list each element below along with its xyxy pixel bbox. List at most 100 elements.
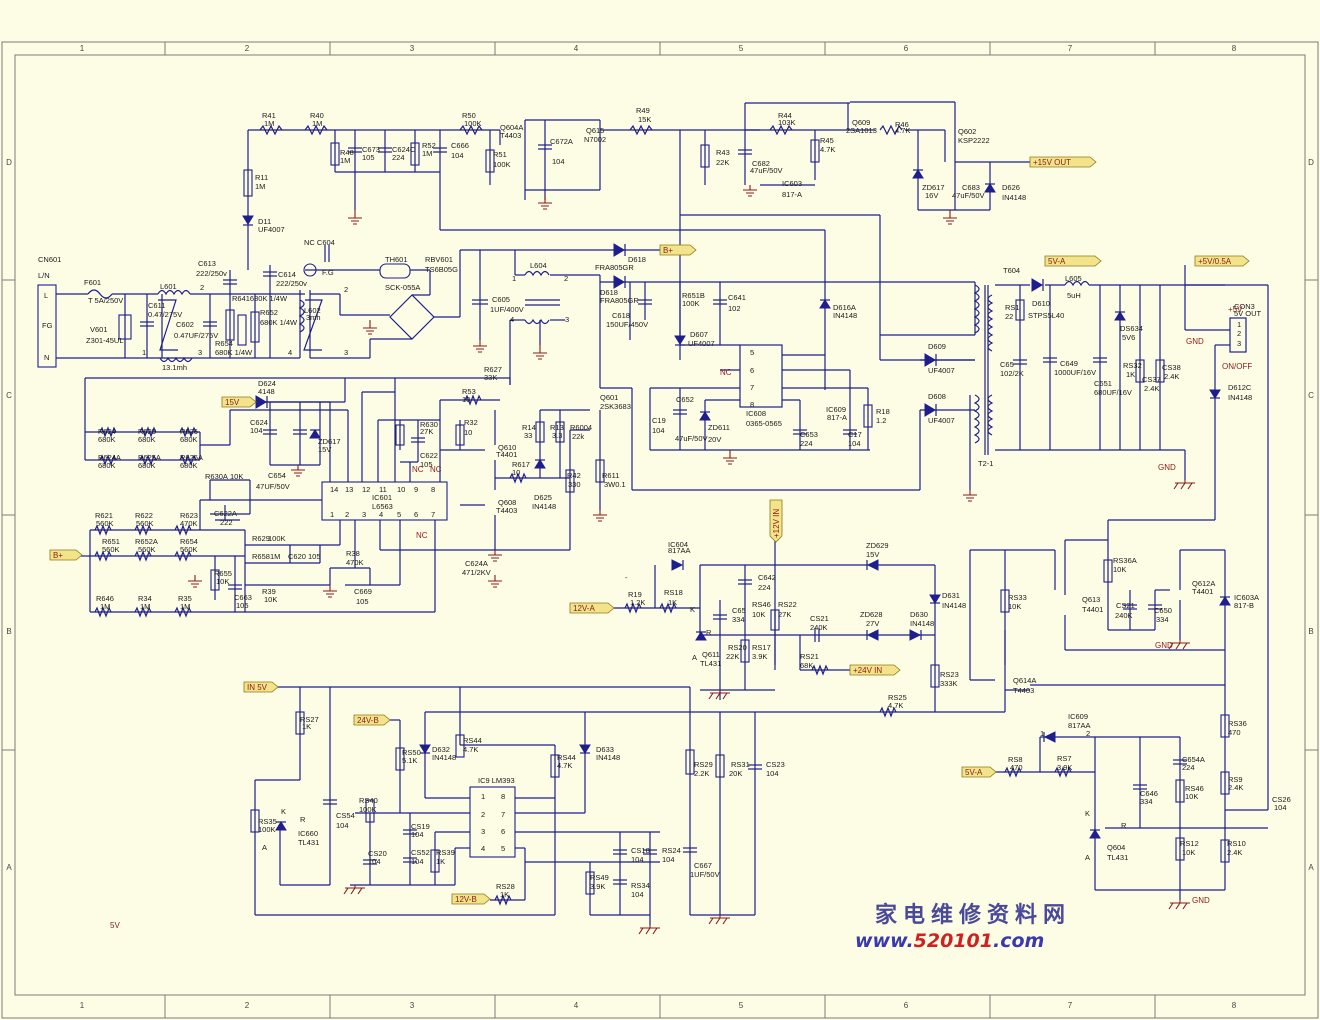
component-label: 224	[758, 583, 771, 592]
component-label: L6563	[372, 502, 393, 511]
component-label: 680K	[180, 461, 198, 470]
component-label: A	[262, 843, 267, 852]
component-label: RS10	[1227, 839, 1246, 848]
component-label: 6	[414, 510, 418, 519]
component-label: 10K	[1182, 848, 1195, 857]
component-label: L602	[304, 306, 321, 315]
component-label: K	[690, 605, 695, 614]
component-label: R	[1121, 821, 1127, 830]
component-label: 817AA	[668, 546, 691, 555]
component-label: 2.4K	[1228, 783, 1243, 792]
svg-text:12V-A: 12V-A	[573, 604, 595, 613]
component-label: 7	[431, 510, 435, 519]
component-label: 100K	[464, 119, 482, 128]
component-label: 104	[552, 157, 565, 166]
component-label: 2SA1013	[846, 126, 877, 135]
component-label: 10K	[1185, 792, 1198, 801]
component-label: C666	[451, 141, 469, 150]
component-label: T4401	[496, 450, 517, 459]
component-label: Q602	[958, 127, 976, 136]
component-label: 334	[1140, 797, 1153, 806]
component-label: C611	[148, 301, 165, 310]
component-label: 100K	[258, 825, 276, 834]
component-label: C618	[612, 311, 630, 320]
component-label: 105	[420, 460, 433, 469]
component-label: R624A	[98, 453, 121, 462]
component-label: 10K	[216, 577, 229, 586]
component-label: IC660	[298, 829, 318, 838]
component-label: IN4148	[833, 311, 857, 320]
component-label: 8	[431, 485, 435, 494]
component-label: 104	[250, 426, 263, 435]
component-label: NC C604	[304, 238, 335, 247]
component-label: 104	[631, 890, 644, 899]
component-label: 222/250v	[276, 279, 307, 288]
component-label: D612C	[1228, 383, 1252, 392]
zone-col-bottom: 5	[739, 1001, 744, 1010]
component-label: IN4148	[432, 753, 456, 762]
component-label: 22k	[572, 432, 584, 441]
component-label: 334	[1156, 615, 1169, 624]
component-label: 3W0.1	[604, 480, 626, 489]
component-label: T4403	[1013, 686, 1034, 695]
component-label: R53	[462, 387, 476, 396]
component-label: R	[300, 815, 306, 824]
component-label: RS1	[1005, 303, 1020, 312]
component-label: R35	[178, 594, 192, 603]
component-label: R629	[252, 534, 270, 543]
component-label: IN4148	[1002, 193, 1026, 202]
component-label: D11	[258, 217, 271, 226]
component-label: 104	[662, 855, 675, 864]
zone-col-bottom: 7	[1068, 1001, 1073, 1010]
component-label: C682	[752, 159, 770, 168]
component-label: 334	[732, 615, 745, 624]
component-label: T4401	[1082, 605, 1103, 614]
component-label: Q613	[1082, 595, 1100, 604]
component-label: 3.9K	[1057, 763, 1072, 772]
component-label: RS22	[778, 600, 797, 609]
tag-in-5v: IN 5V	[243, 681, 279, 693]
component-label: C65	[732, 606, 746, 615]
component-label: 1K	[1126, 370, 1135, 379]
component-label: 10K	[264, 595, 277, 604]
component-label: RS50	[402, 748, 421, 757]
svg-text:+24V IN: +24V IN	[853, 666, 882, 675]
component-label: K	[1085, 809, 1090, 818]
component-label: 560K	[138, 545, 156, 554]
component-label: 680K	[98, 435, 116, 444]
component-label: 104	[411, 830, 424, 839]
component-label: C19	[652, 416, 666, 425]
component-label: RS12	[1180, 839, 1199, 848]
component-label: 222/250v	[196, 269, 227, 278]
component-label: C652	[676, 395, 694, 404]
component-label: 470K	[346, 558, 364, 567]
component-label: 20V	[708, 435, 721, 444]
zone-row-left: A	[6, 863, 12, 872]
component-label: UF4007	[258, 225, 285, 234]
component-label: Q610	[498, 443, 516, 452]
component-label: 16V	[925, 191, 938, 200]
component-label: 104	[368, 857, 381, 866]
component-label: 27K	[778, 610, 791, 619]
component-label: F.G	[322, 268, 334, 277]
zone-col-top: 3	[410, 44, 415, 53]
tag-12v-in: +12V IN	[769, 499, 783, 543]
component-label: 3.9K	[752, 652, 767, 661]
component-label: DS634	[1120, 324, 1143, 333]
component-label: Q608	[498, 498, 516, 507]
component-label: RS39	[436, 848, 455, 857]
component-label: R49	[636, 106, 650, 115]
component-label: RS7	[1057, 754, 1072, 763]
component-label: 0365-0565	[746, 419, 782, 428]
component-label: GND	[1186, 337, 1204, 346]
component-label: 1K	[668, 598, 677, 607]
component-label: 12	[362, 485, 370, 494]
component-label: RS27	[300, 715, 319, 724]
component-label: 100K	[682, 299, 700, 308]
component-label: 3	[1237, 339, 1241, 348]
zone-row-right: C	[1308, 391, 1314, 400]
component-label: 15V	[318, 445, 331, 454]
component-label: 47uF/50V	[952, 191, 985, 200]
component-label: SCK-055A	[385, 283, 420, 292]
tag-5v-a-bottom: 5V-A	[961, 766, 997, 778]
